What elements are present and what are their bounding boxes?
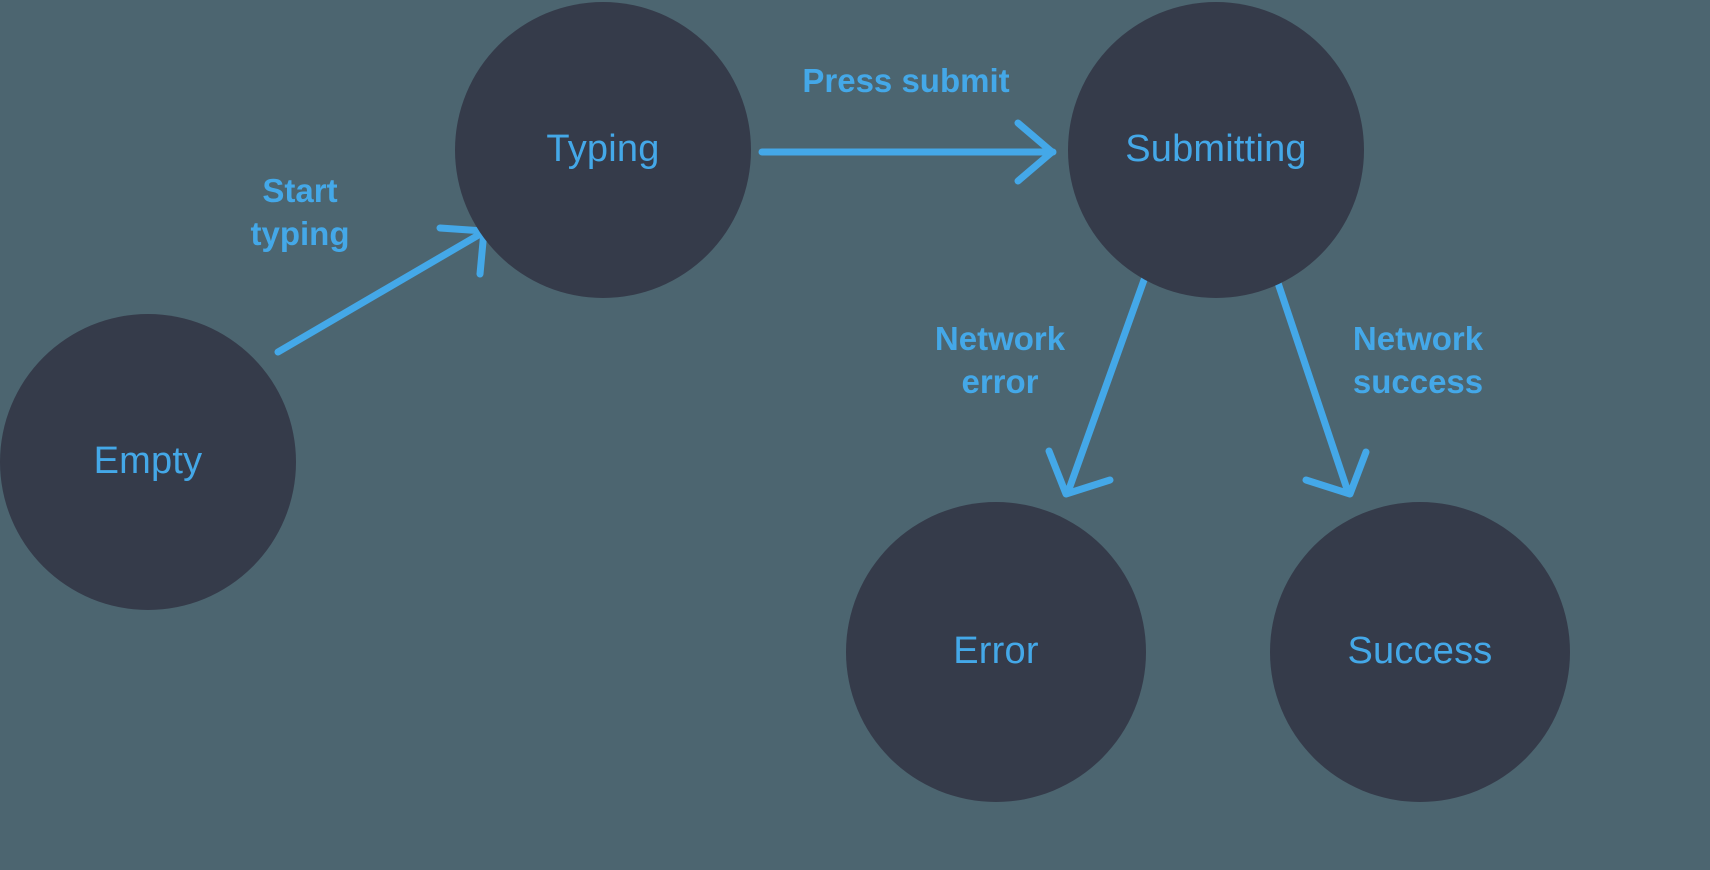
state-node-submitting[interactable]: Submitting: [1068, 2, 1364, 298]
state-node-empty[interactable]: Empty: [0, 314, 296, 610]
state-node-error[interactable]: Error: [846, 502, 1146, 802]
edge-label-network-error: Network error: [934, 320, 1066, 400]
state-node-success[interactable]: Success: [1270, 502, 1570, 802]
state-label-typing: Typing: [546, 128, 660, 171]
state-node-typing[interactable]: Typing: [455, 2, 751, 298]
edge-label-network-success: Network success: [1352, 320, 1484, 400]
state-label-success: Success: [1347, 630, 1493, 673]
edge-typing-to-submitting: [758, 119, 1057, 185]
edge-label-press-submit: Press submit: [802, 62, 1010, 99]
edge-label-start-typing: Start typing: [250, 172, 350, 252]
state-label-empty: Empty: [93, 440, 203, 483]
state-label-error: Error: [953, 630, 1039, 673]
state-label-submitting: Submitting: [1125, 128, 1307, 171]
